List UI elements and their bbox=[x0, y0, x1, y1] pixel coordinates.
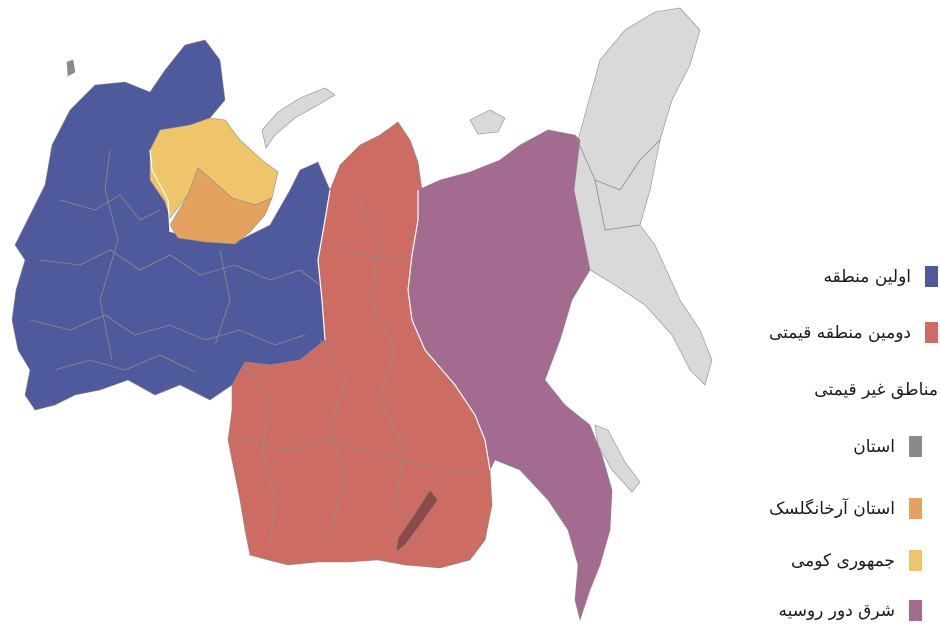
legend-swatch-second-zone bbox=[925, 322, 938, 343]
legend-item-komi: جمهوری کومی bbox=[791, 550, 922, 571]
legend-label-second-zone: دومین منطقه قیمتی bbox=[768, 322, 911, 343]
region-novaya-zemlya bbox=[261, 87, 336, 149]
region-chukotka bbox=[573, 7, 713, 386]
legend-label-first-zone: اولین منطقه bbox=[823, 266, 911, 287]
coast-highlights bbox=[149, 149, 491, 471]
russia-price-zones-map bbox=[11, 7, 713, 622]
legend-swatch-arkhangelsk bbox=[909, 498, 922, 519]
legend-label-arkhangelsk: استان آرخانگلسک bbox=[769, 498, 895, 519]
legend-item-oblast: استان bbox=[853, 436, 922, 457]
region-kaliningrad bbox=[66, 59, 76, 77]
legend-label-komi: جمهوری کومی bbox=[790, 550, 895, 571]
legend-item-arkhangelsk: استان آرخانگلسک bbox=[769, 498, 922, 519]
legend-heading-non-price: مناطق غیر قیمتی bbox=[814, 380, 938, 400]
region-sakhalin bbox=[594, 424, 641, 493]
legend-swatch-far-east bbox=[909, 600, 922, 621]
legend-label-far-east: شرق دور روسیه bbox=[778, 600, 895, 621]
legend-item-far-east: شرق دور روسیه bbox=[778, 600, 922, 621]
legend-label-oblast: استان bbox=[853, 436, 895, 457]
lake-baikal bbox=[395, 489, 439, 553]
region-second-zone bbox=[227, 121, 493, 569]
region-arctic-islands bbox=[469, 109, 506, 135]
legend: اولین منطقه دومین منطقه قیمتی مناطق غیر … bbox=[700, 0, 940, 634]
region-borders bbox=[29, 134, 661, 546]
legend-item-first-zone: اولین منطقه bbox=[824, 266, 938, 287]
legend-swatch-first-zone bbox=[925, 266, 938, 287]
map-grey-areas bbox=[66, 7, 713, 493]
legend-swatch-komi bbox=[909, 550, 922, 571]
region-arkhangelsk bbox=[169, 167, 273, 245]
legend-item-second-zone: دومین منطقه قیمتی bbox=[769, 322, 938, 343]
legend-swatch-oblast bbox=[909, 436, 922, 457]
